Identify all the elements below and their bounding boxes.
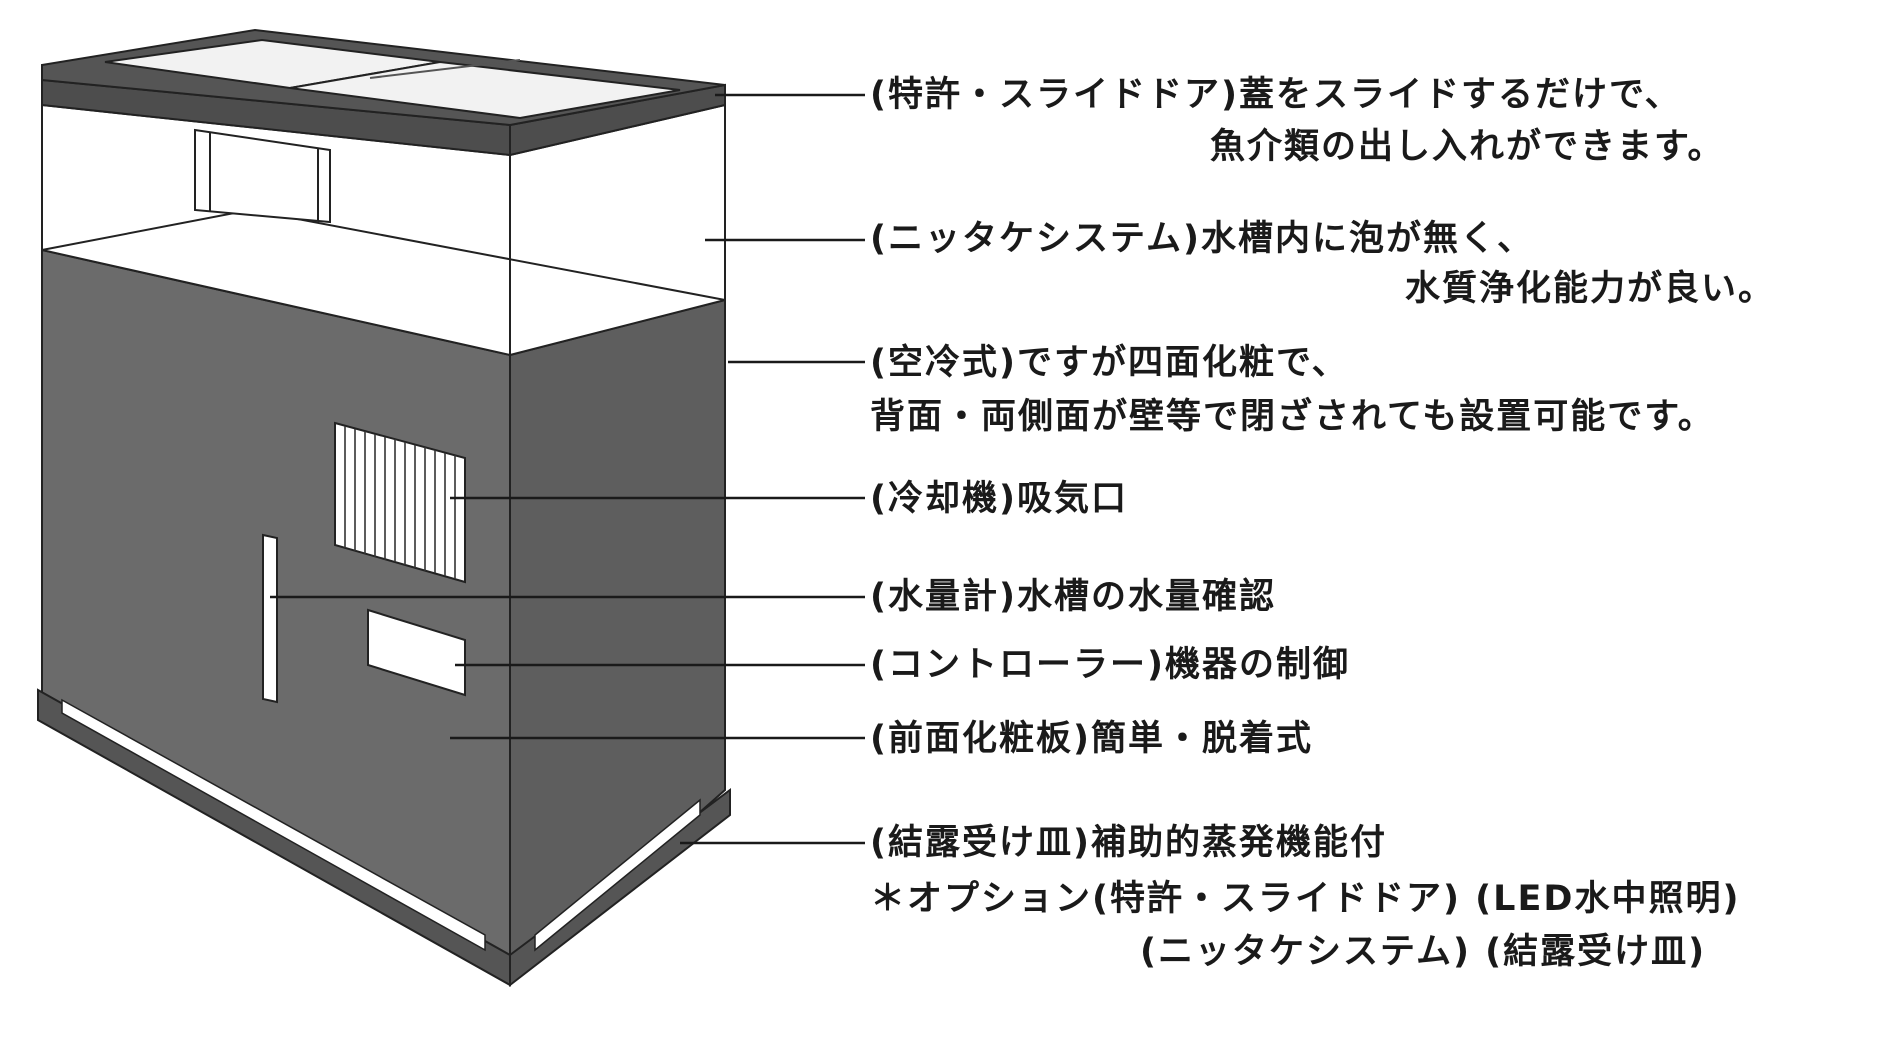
callout-air-cooled-line1: (空冷式)ですが四面化粧で、 <box>870 343 1349 383</box>
options-line1: ＊オプション(特許・スライドドア) (LED水中照明) <box>870 879 1741 919</box>
callout-drip-tray: (結露受け皿)補助的蒸発機能付 <box>870 823 1387 863</box>
callout-cooler-intake: (冷却機)吸気口 <box>870 479 1128 519</box>
callout-nittake-system-line2: 水質浄化能力が良い。 <box>1405 269 1776 309</box>
callout-controller: (コントローラー)機器の制御 <box>870 645 1350 685</box>
callout-front-panel: (前面化粧板)簡単・脱着式 <box>870 719 1313 759</box>
callout-air-cooled-line2: 背面・両側面が壁等で閉ざされても設置可能です。 <box>870 397 1715 437</box>
leader-lines <box>270 93 865 845</box>
callout-slide-door-line2: 魚介類の出し入れができます。 <box>1210 127 1725 167</box>
controller-panel <box>367 608 466 697</box>
callout-water-gauge: (水量計)水槽の水量確認 <box>870 577 1276 617</box>
air-intake-grille <box>334 421 466 584</box>
callout-nittake-system-line1: (ニッタケシステム)水槽内に泡が無く、 <box>870 219 1534 259</box>
drip-tray-side <box>534 798 701 952</box>
drip-tray <box>61 698 486 952</box>
options-line2: (ニッタケシステム) (結露受け皿) <box>1140 932 1707 972</box>
tank-inner-box <box>194 128 331 224</box>
water-level-gauge <box>262 533 278 704</box>
callout-slide-door-line1: (特許・スライドドア)蓋をスライドするだけで、 <box>870 75 1682 115</box>
